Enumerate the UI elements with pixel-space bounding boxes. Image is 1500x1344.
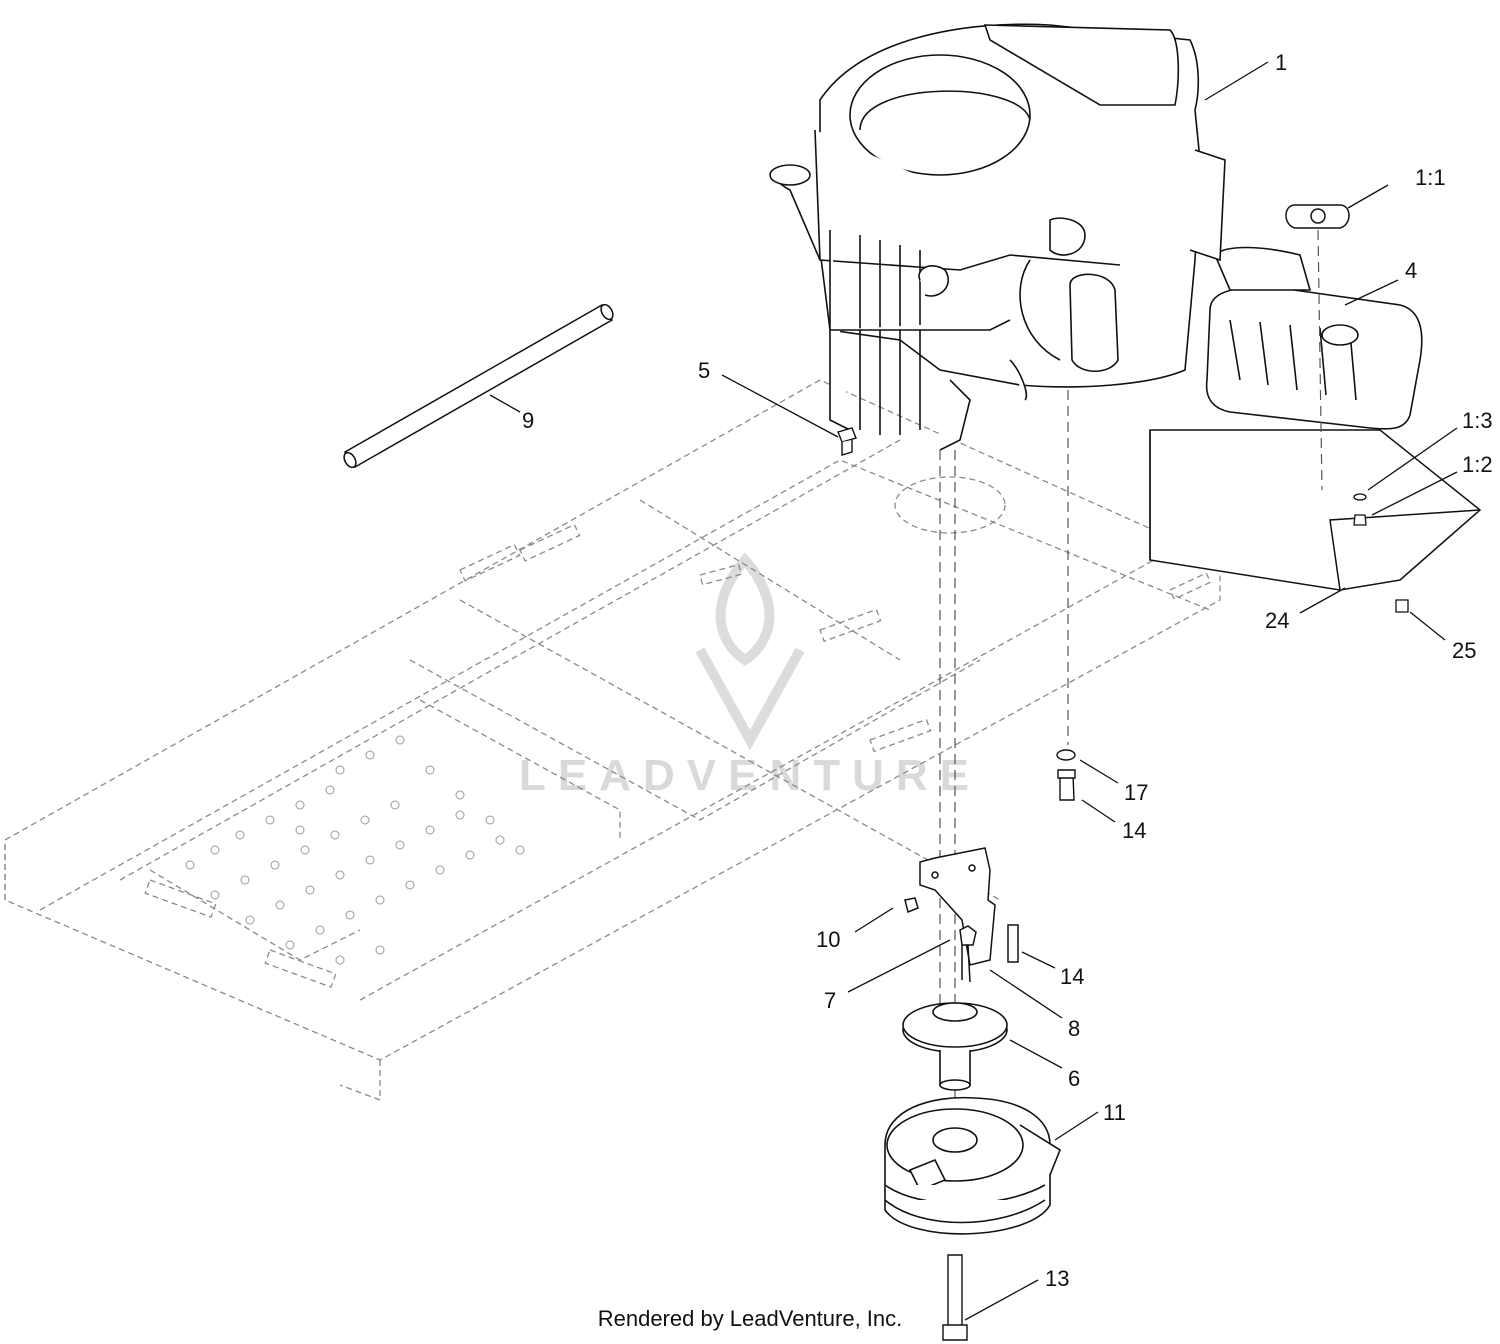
callout-1-1: 1:1 <box>1415 165 1446 190</box>
watermark-text: LEADVENTURE <box>519 751 981 800</box>
engine <box>769 23 1226 451</box>
callout-1-3: 1:3 <box>1462 408 1493 433</box>
callout-17: 17 <box>1124 780 1148 805</box>
callout-labels: 1 1:1 4 5 9 1:3 1:2 24 25 17 14 10 14 7 … <box>522 50 1493 1291</box>
callout-24: 24 <box>1265 608 1289 633</box>
clutch-bracket <box>904 847 1019 983</box>
callout-14-b: 14 <box>1060 964 1084 989</box>
callout-13: 13 <box>1045 1266 1069 1291</box>
muffler <box>1205 246 1423 430</box>
callout-25: 25 <box>1452 638 1476 663</box>
washer-and-bolt-17-14 <box>1056 749 1076 801</box>
clutch-bolt <box>942 1254 968 1341</box>
small-fasteners <box>1353 493 1409 613</box>
bolt-5 <box>837 427 857 456</box>
watermark: LEADVENTURE <box>519 552 981 800</box>
callout-7: 7 <box>824 988 836 1013</box>
callout-1: 1 <box>1275 50 1287 75</box>
callout-14-a: 14 <box>1122 818 1146 843</box>
electric-clutch <box>884 1096 1061 1235</box>
chassis-frame <box>4 379 1221 1101</box>
callout-10: 10 <box>816 927 840 952</box>
flame-v-logo <box>695 552 805 751</box>
tube <box>343 303 614 469</box>
callout-9: 9 <box>522 408 534 433</box>
exhaust-gasket <box>1285 204 1350 229</box>
assembly-center-lines <box>939 229 1323 1120</box>
render-credit: Rendered by LeadVenture, Inc. <box>597 1306 903 1331</box>
callout-5: 5 <box>698 358 710 383</box>
leader-lines <box>489 61 1458 1321</box>
callout-6: 6 <box>1068 1066 1080 1091</box>
pulley <box>902 1002 1008 1091</box>
frame-perforations <box>185 735 525 965</box>
callout-8: 8 <box>1068 1016 1080 1041</box>
callout-4: 4 <box>1405 258 1417 283</box>
callout-11: 11 <box>1103 1100 1126 1125</box>
callout-1-2: 1:2 <box>1462 452 1493 477</box>
muffler-heat-shield <box>1149 429 1482 591</box>
